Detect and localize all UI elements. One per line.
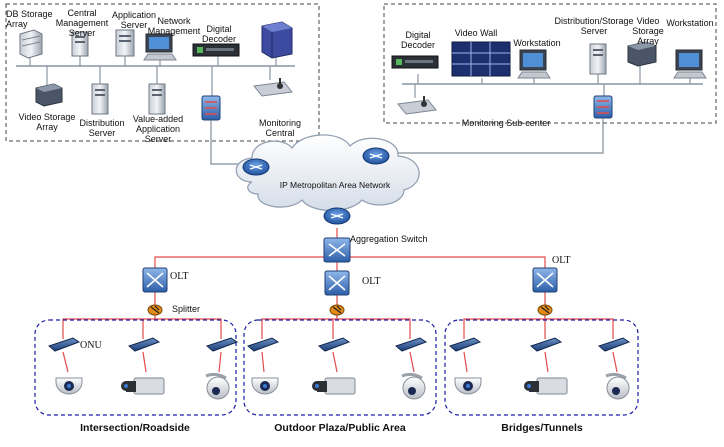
sub-video-storage-array-label: Video Storage Array — [632, 16, 664, 46]
red-fiber-links — [62, 228, 618, 373]
splitter-left-icon — [147, 304, 163, 316]
aggregation-switch-icon — [323, 237, 351, 263]
value-added-application-server-label: Value-added Application Server — [132, 114, 184, 144]
db-storage-array-label: DB Storage Array — [6, 9, 53, 29]
onu-icon — [246, 337, 280, 352]
video-wall-module-icon — [261, 21, 293, 59]
sub-digital-decoder-icon — [391, 55, 439, 69]
distribution-server-icon — [91, 83, 109, 115]
video-storage-array-label: Video Storage Array — [18, 112, 76, 132]
sub-workstation-right-label: Workstation — [666, 18, 714, 28]
olt-left-icon — [142, 267, 168, 293]
dome-camera-icon — [454, 377, 482, 395]
splitter-middle-icon — [329, 304, 345, 316]
db-storage-array-icon — [19, 29, 43, 59]
distribution-storage-server-icon — [589, 43, 607, 75]
sub-workstation-right-icon — [673, 49, 707, 79]
sub-digital-decoder-label: Digital Decoder — [400, 30, 436, 50]
monitoring-keyboard-icon — [253, 78, 293, 97]
central-edge-switch-icon — [201, 95, 221, 121]
wall-dome-camera-icon — [205, 372, 230, 400]
central-uplink — [210, 120, 244, 165]
olt-middle-label: OLT — [362, 276, 381, 287]
sub-edge-switch-icon — [593, 95, 613, 119]
box-camera-icon — [121, 377, 165, 395]
onu-label: ONU — [80, 340, 102, 351]
wall-dome-camera-icon — [401, 372, 426, 400]
sub-center-uplink — [392, 118, 604, 154]
video-storage-array-icon — [35, 83, 63, 107]
monitoring-central-box — [5, 3, 320, 142]
onu-icon — [448, 337, 482, 352]
cloud-router-bottom-icon — [323, 207, 351, 225]
network-management-label: Network Management — [147, 16, 201, 36]
onu-icon — [205, 337, 239, 352]
zone-intersection-roadside — [34, 319, 237, 416]
cloud-router-right-icon — [362, 147, 390, 165]
olt-right-label: OLT — [552, 255, 571, 266]
onu-icon — [47, 337, 81, 352]
sub-video-storage-array-icon — [627, 41, 657, 67]
sub-workstation-left-icon — [517, 49, 551, 79]
zone-bridges-tunnels — [444, 319, 639, 416]
value-added-application-server-icon — [148, 83, 166, 115]
zone-label-intersection: Intersection/Roadside — [80, 422, 190, 434]
video-wall-label: Video Wall — [454, 28, 498, 38]
dome-camera-icon — [55, 377, 83, 395]
zone-outdoor-plaza — [243, 319, 437, 416]
box-camera-icon — [524, 377, 568, 395]
distribution-server-label: Distribution Server — [79, 118, 125, 138]
zone-label-outdoor-plaza: Outdoor Plaza/Public Area — [274, 422, 406, 434]
monitoring-central-label: Monitoring Central — [258, 118, 302, 138]
monitoring-sub-center-box — [383, 3, 717, 124]
olt-left-label: OLT — [170, 271, 189, 282]
sub-workstation-left-label: Workstation — [513, 38, 561, 48]
sub-keyboard-icon — [397, 96, 437, 115]
olt-middle-icon — [324, 270, 350, 296]
olt-right-icon — [532, 267, 558, 293]
onu-icon — [317, 337, 351, 352]
monitoring-sub-center-label: Monitoring Sub-center — [461, 118, 551, 128]
box-camera-icon — [312, 377, 356, 395]
central-digital-decoder-label: Digital Decoder — [201, 24, 237, 44]
onu-icon — [127, 337, 161, 352]
central-management-server-icon — [71, 31, 89, 57]
zone-label-bridges: Bridges/Tunnels — [501, 422, 583, 434]
ip-man-label: IP Metropolitan Area Network — [279, 180, 391, 190]
network-management-workstation-icon — [143, 33, 177, 61]
aggregation-switch-label: Aggregation Switch — [350, 234, 428, 244]
distribution-storage-server-label: Distribution/Storage Server — [554, 16, 634, 36]
application-server-label: Application Server — [111, 10, 157, 30]
sub-center-lan-drops — [414, 66, 691, 98]
onu-devices — [47, 337, 631, 352]
cloud-router-left-icon — [242, 158, 270, 176]
splitter-right-icon — [537, 304, 553, 316]
video-wall-icon — [451, 41, 511, 77]
central-management-server-label: Central Management Server — [55, 8, 109, 38]
onu-icon — [597, 337, 631, 352]
wall-dome-camera-icon — [605, 372, 630, 400]
onu-icon — [394, 337, 428, 352]
application-server-icon — [115, 29, 135, 57]
splitter-label: Splitter — [172, 304, 201, 314]
dome-camera-icon — [251, 377, 279, 395]
onu-icon — [529, 337, 563, 352]
digital-decoder-icon — [192, 43, 240, 57]
